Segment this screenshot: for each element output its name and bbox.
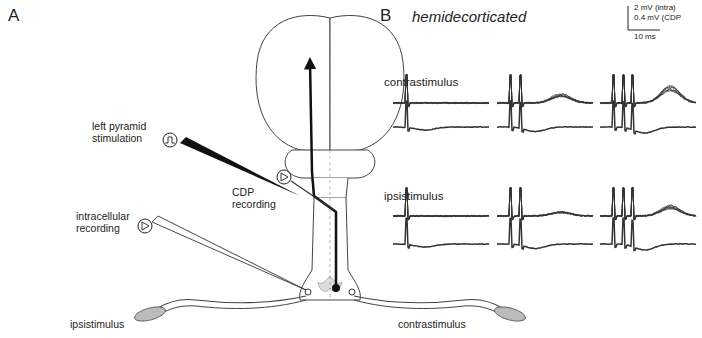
intracellular-recorder-symbol [138,219,152,233]
interneuron [332,284,340,292]
intracellular-trace [497,187,593,220]
intracellular-trace [600,188,696,221]
intracellular-trace [497,187,593,219]
label: 10 ms [634,32,694,41]
cdp-trace [393,218,489,248]
contra-root-inner [354,300,496,312]
label: B [380,6,404,26]
intracellular-trace [600,187,696,219]
intracellular-trace [497,187,593,219]
pulse-glyph [165,137,175,143]
intracellular-trace [600,187,696,220]
label: intracellular recording [76,210,138,234]
intracellular-trace [600,187,696,220]
intracellular-trace [497,188,593,220]
label: ipsistimulus [384,190,494,203]
stimulator-symbol [163,133,177,147]
ipsi-root-inner [164,300,306,312]
cdp-electrode [291,181,334,210]
label: ipsistimulus [70,318,150,330]
label: contrastimulus [384,76,494,89]
recorder-glyph [281,173,288,181]
intracellular-trace [497,187,593,220]
cdp-trace [393,101,489,131]
label: left pyramid stimulation [92,120,164,144]
cdp-recorder-symbol [277,170,291,184]
contra-motoneuron [349,289,355,295]
intracellular-trace [600,187,696,220]
left-hemisphere [256,15,330,152]
intracellular-trace [497,187,593,219]
intracellular-trace [600,187,696,219]
micropipette [152,216,306,290]
midline [330,18,331,300]
label: CDP recording [232,186,288,210]
label: contrastimulus [398,318,488,330]
intracellular-trace [600,187,696,220]
corticospinal-pathway [310,62,336,288]
label: A [8,6,38,26]
recorder-glyph [142,222,149,230]
contra-paw [493,304,527,324]
cdp-trace [497,101,593,132]
intracellular-trace [497,187,593,220]
ipsi-paw [133,304,167,324]
label: 2 mV (intra) [634,3,700,12]
cdp-trace [600,218,696,251]
cdp-trace [600,101,696,134]
intracellular-trace [497,187,593,220]
intracellular-trace [600,187,696,219]
label: hemidecorticated [412,8,552,25]
cdp-trace [497,218,593,249]
label: 0.4 mV (CDP [634,13,700,22]
